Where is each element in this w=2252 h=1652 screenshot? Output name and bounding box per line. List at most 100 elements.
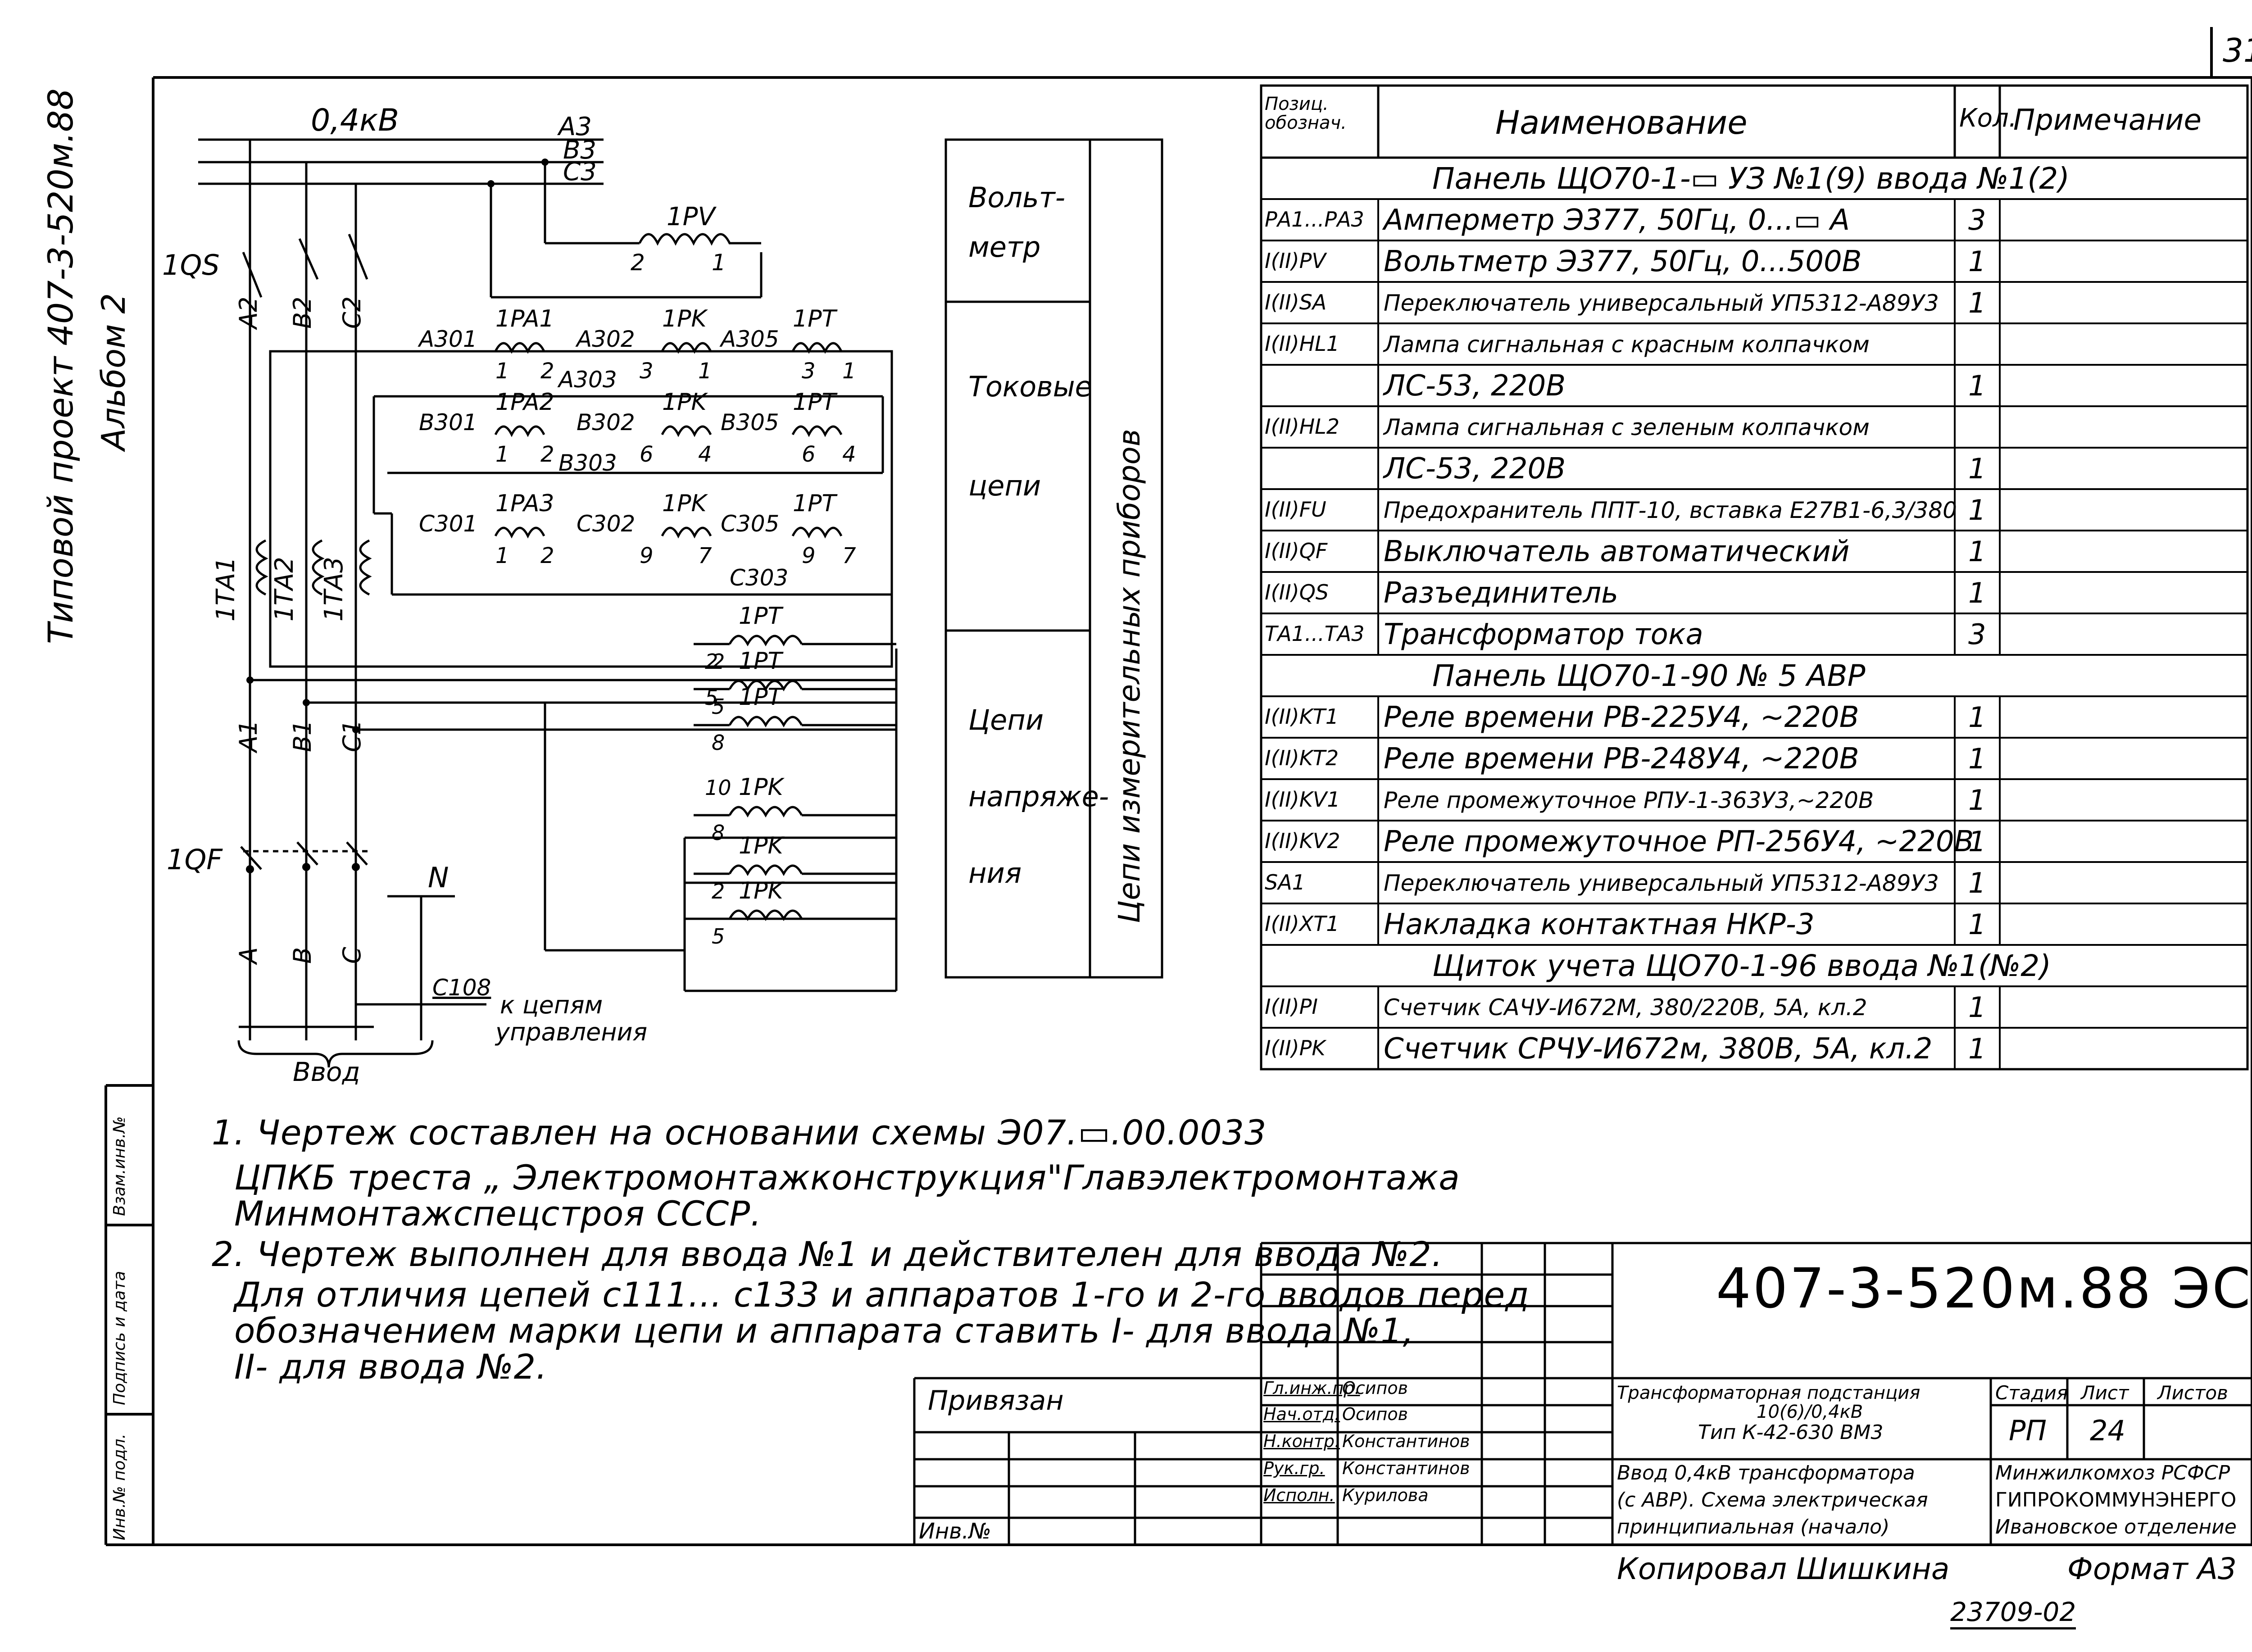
bus-b3: В3 — [563, 136, 596, 165]
bom-pos-10: I(II)QS — [1265, 580, 1329, 604]
bom-qty-18: 1 — [1968, 908, 1986, 941]
role-name-2: Константинов — [1342, 1431, 1470, 1451]
bom-pos-3: I(II)SA — [1265, 290, 1327, 314]
side-stamp-replace: Взам.инв.№ — [110, 1116, 129, 1216]
bom-qty-5: 1 — [1968, 369, 1986, 402]
side-title-project: Типовой проект 407-3-520м.88 — [41, 88, 81, 644]
role-1: Нач.отд. — [1263, 1404, 1340, 1424]
ct-row-2-term-0: 1 — [495, 543, 509, 568]
ct-row-0-sub: А303 — [557, 367, 617, 393]
drawing-code: 407-3-520м.88 ЭС — [1716, 1257, 2252, 1321]
section-2-line-0: Цепи — [968, 703, 1044, 736]
bom-name-8: Предохранитель ППТ-10, вставка Е27В1-6,3… — [1384, 497, 1957, 523]
bom-pos-8: I(II)FU — [1265, 497, 1326, 522]
v-coil-5-post: 5 — [712, 924, 725, 949]
v-coil-1-label: 1PT — [739, 648, 784, 675]
bom-name-3: Переключатель универсальный УП5312-А89У3 — [1384, 290, 1939, 316]
ct-row-2-a: С301 — [419, 511, 477, 537]
sheet-title-3: принципиальная (начало) — [1617, 1516, 1890, 1539]
pv-term-1: 1 — [712, 250, 726, 276]
bom-qty-20: 1 — [1968, 991, 1986, 1024]
bom-qty-8: 1 — [1968, 494, 1986, 526]
v-coil-0-post: 2 — [712, 649, 725, 674]
ct-row-2-d3: 1PT — [793, 490, 838, 517]
ct-row-0-term-4: 3 — [802, 359, 816, 384]
ct-row-0-d2: 1PK — [662, 305, 708, 332]
v-coil-5-label: 1PK — [739, 877, 785, 904]
stage-value: РП — [2009, 1414, 2047, 1447]
ct-row-1-b: В302 — [577, 409, 635, 436]
ct-row-2-d1: 1PA3 — [495, 490, 554, 517]
sheet-title-2: (с АВР). Схема электрическая — [1617, 1489, 1928, 1511]
ct-row-0-term-2: 3 — [640, 359, 654, 384]
bom-qty-13: 1 — [1968, 701, 1986, 734]
bom-qty-10: 1 — [1968, 576, 1986, 609]
bom-pos-18: I(II)XT1 — [1265, 912, 1339, 936]
bom-pos-6: I(II)HL2 — [1265, 414, 1340, 439]
bom-qty-21: 1 — [1968, 1032, 1986, 1065]
note-line-1: ЦПКБ треста „ Электромонтажконструкция"Г… — [234, 1157, 1460, 1198]
bom-name-16: Реле промежуточное РП-256У4, ~220В — [1384, 825, 1974, 858]
ct-row-0-term-3: 1 — [698, 359, 712, 384]
phase-c: С — [338, 947, 366, 964]
bom-name-17: Переключатель универсальный УП5312-А89У3 — [1384, 870, 1939, 896]
bom-qty-9: 1 — [1968, 535, 1986, 568]
ct-row-0-d1: 1PA1 — [495, 305, 554, 332]
ct-row-0-a: А301 — [418, 326, 477, 352]
to-control-2: управления — [495, 1018, 647, 1046]
bom-qty-11: 3 — [1968, 618, 1986, 651]
sheet-header: Лист — [2081, 1382, 2129, 1404]
note-line-5: обозначением марки цепи и аппарата стави… — [234, 1311, 1414, 1351]
voltage-label: 0,4кВ — [311, 103, 399, 138]
bom-qty-14: 1 — [1968, 742, 1986, 775]
ct-row-1-term-0: 1 — [495, 442, 509, 467]
phase-b: В — [288, 947, 317, 964]
role-4: Исполн. — [1263, 1485, 1335, 1505]
ct-row-0-term-0: 1 — [495, 359, 509, 384]
pv-coil-label: 1PV — [667, 202, 717, 231]
ct-row-2-term-3: 7 — [698, 543, 712, 568]
section-2-line-1: напряже- — [968, 780, 1109, 813]
input-label: Ввод — [293, 1057, 360, 1087]
ct-row-2-term-2: 9 — [640, 543, 654, 568]
bom-name-6: Лампа сигнальная с зеленым колпачком — [1384, 414, 1870, 440]
phase-a: А — [234, 947, 263, 965]
switch-qf-label: 1QF — [167, 843, 223, 876]
bom-pos-17: SA1 — [1265, 870, 1305, 894]
bom-qty-16: 1 — [1968, 825, 1986, 858]
v-coil-1-post: 5 — [712, 694, 725, 719]
role-2: Н.контр. — [1263, 1431, 1340, 1451]
ct-row-1-a: В301 — [419, 409, 477, 436]
ct-label-1: 1ТА1 — [211, 557, 241, 622]
bom-name-14: Реле времени РВ-248У4, ~220В — [1384, 742, 1859, 776]
ct-row-0-b: А302 — [575, 326, 635, 352]
bom-name-4: Лампа сигнальная с красным колпачком — [1384, 331, 1870, 358]
c108-label: С108 — [432, 975, 491, 1001]
bom-pos-1: РА1...РА3 — [1265, 207, 1364, 231]
org-line-3: Ивановское отделение — [1995, 1516, 2237, 1539]
phase-a2: А2 — [234, 297, 263, 330]
ct-row-2-term-1: 2 — [540, 543, 554, 568]
section-0-line-0: Вольт- — [968, 181, 1065, 214]
bom-qty-15: 1 — [1968, 784, 1986, 817]
bom-name-21: Счетчик СРЧУ-И672м, 380В, 5А, кл.2 — [1384, 1032, 1933, 1066]
bom-name-5: ЛС-53, 220В — [1384, 369, 1566, 403]
role-3: Рук.гр. — [1263, 1458, 1325, 1478]
org-line-2: ГИПРОКОММУНЭНЕРГО — [1995, 1489, 2237, 1511]
sheets-header: Листов — [2157, 1382, 2228, 1404]
side-stamp-inv: Инв.№ подл. — [110, 1434, 129, 1540]
bom-qty-2: 1 — [1968, 245, 1986, 278]
bom-pos-2: I(II)PV — [1265, 249, 1326, 273]
section-0-line-1: метр — [968, 231, 1040, 263]
ct-label-2: 1ТА2 — [270, 557, 299, 622]
org-line-1: Минжилкомхоз РСФСР — [1995, 1461, 2230, 1484]
note-line-6: II- для ввода №2. — [234, 1347, 548, 1387]
side-stamp-sign: Подпись и дата — [110, 1271, 129, 1405]
bom-name-15: Реле промежуточное РПУ-1-363У3,~220В — [1384, 787, 1874, 813]
note-line-3: 2. Чертеж выполнен для ввода №1 и действ… — [212, 1234, 1443, 1274]
ct-row-2-c: С305 — [721, 511, 779, 537]
role-0: Гл.инж.пр. — [1263, 1378, 1360, 1398]
role-name-0: Осипов — [1342, 1378, 1408, 1398]
bom-pos-13: I(II)KT1 — [1265, 704, 1339, 729]
